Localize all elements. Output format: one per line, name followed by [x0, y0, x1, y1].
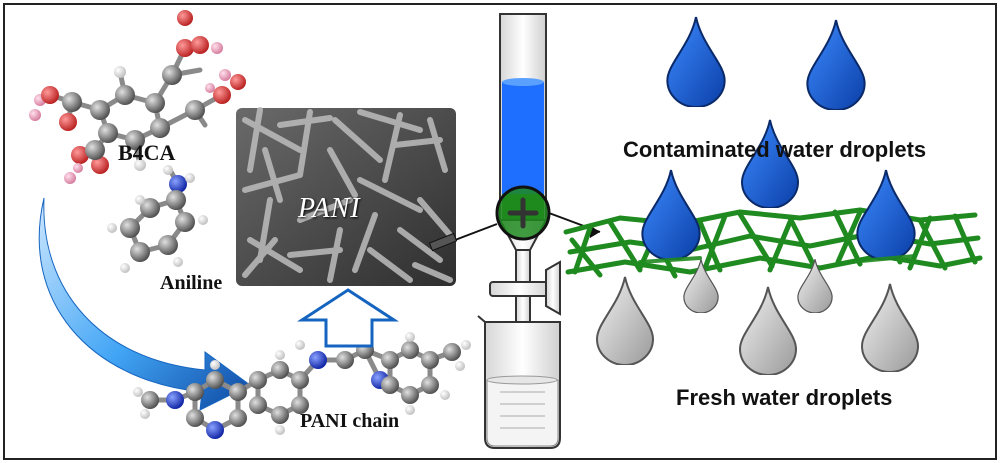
fresh-droplets [596, 258, 919, 375]
zoom-pointer [428, 232, 458, 252]
green-mesh [563, 207, 983, 279]
b4ca-molecule [29, 10, 246, 184]
pani-sem-label: PANI [298, 193, 361, 224]
pani-chain-molecule [133, 332, 471, 439]
up-arrow-icon [296, 288, 400, 348]
aniline-molecule [107, 165, 208, 273]
fresh-label: Fresh water droplets [676, 385, 893, 410]
pani-sem-image [236, 107, 456, 286]
figure-frame [3, 3, 997, 460]
contaminated-label: Contaminated water droplets [623, 137, 927, 162]
aniline-label: Aniline [160, 272, 223, 294]
pani-chain-label: PANI chain [300, 410, 400, 432]
b4ca-label: B4CA [118, 140, 176, 165]
plus-icon [507, 197, 539, 229]
zoom-line-left [454, 223, 498, 241]
beaker-icon [477, 315, 561, 449]
